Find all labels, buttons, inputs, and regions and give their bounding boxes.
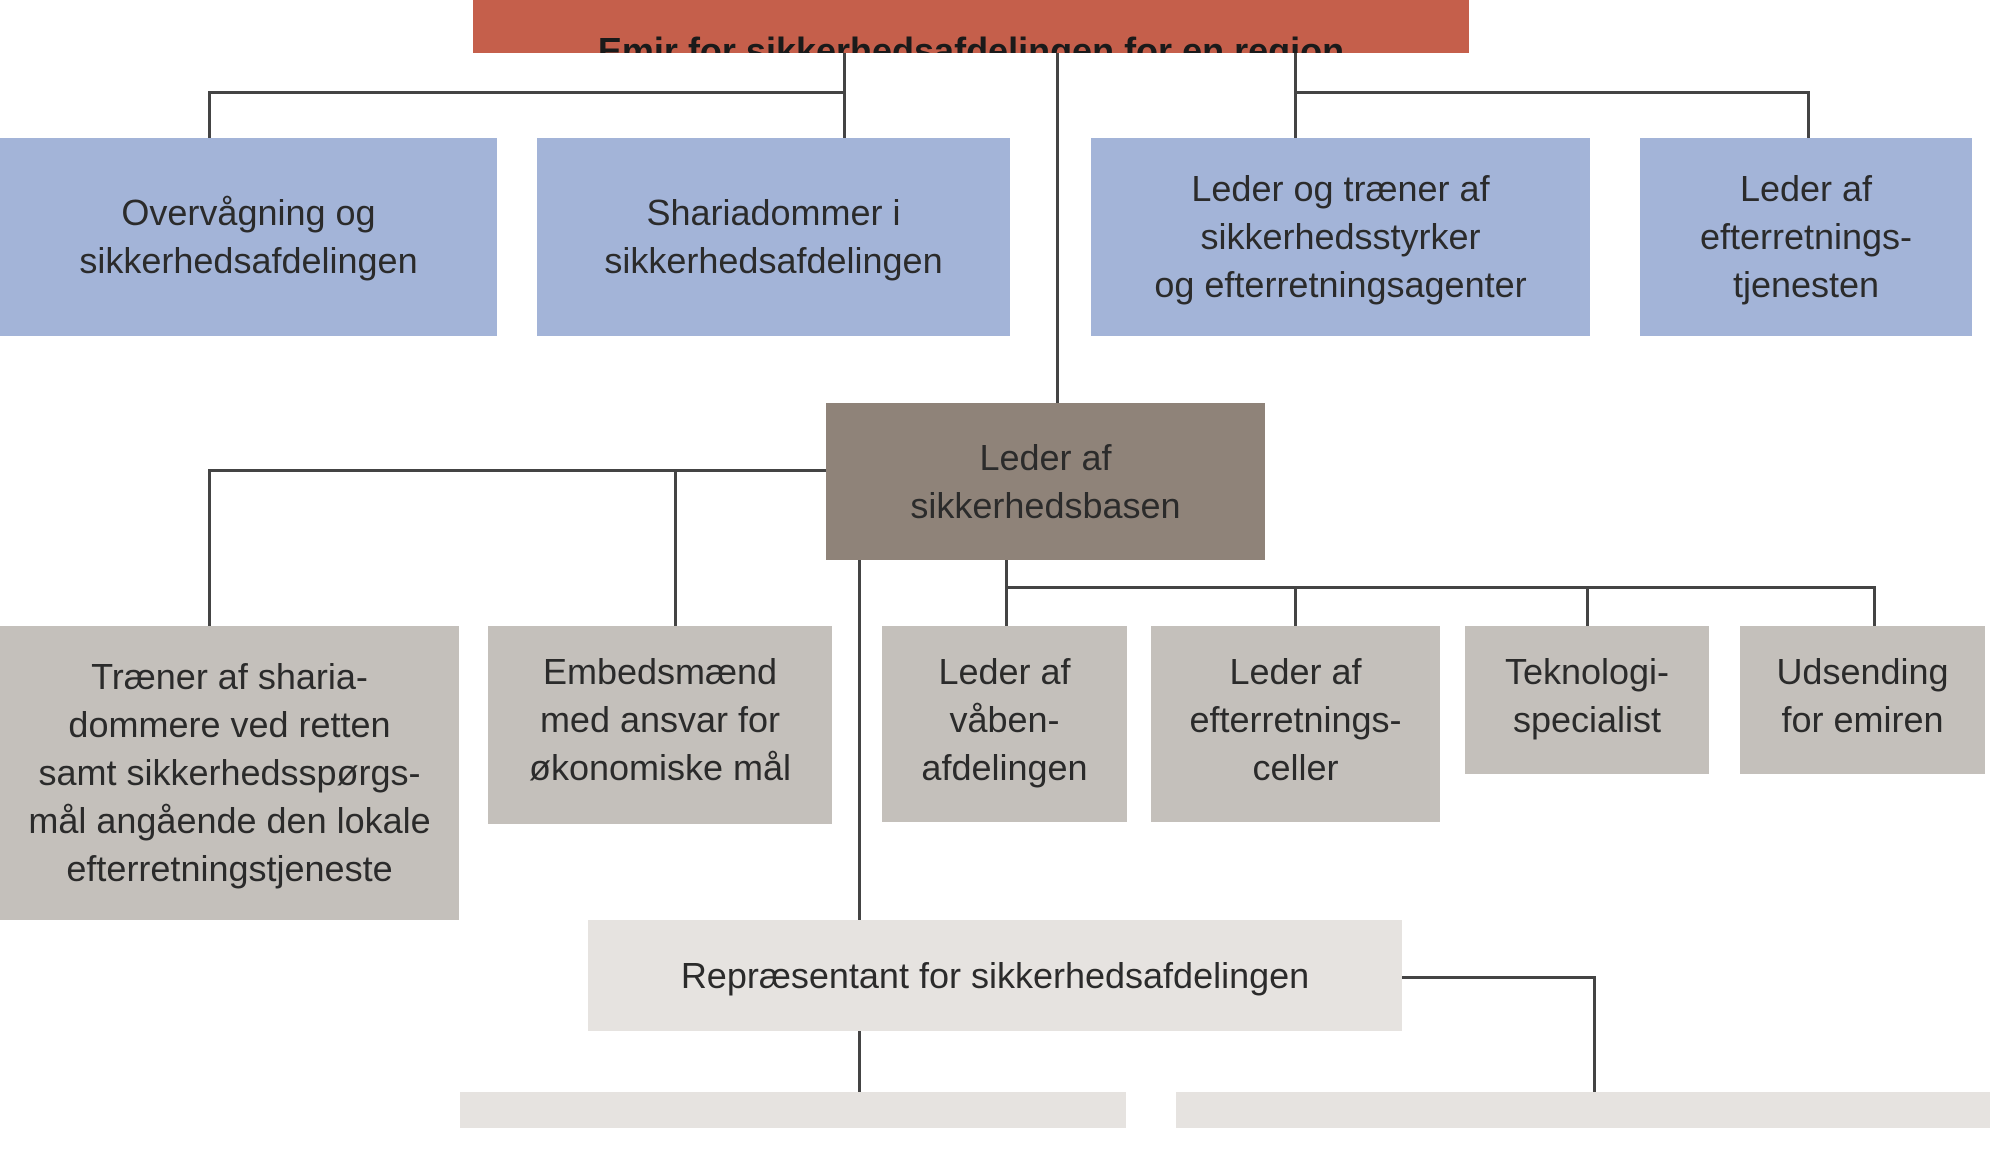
intelligence-cells-leader-box: Leder af efterretnings- celler (1151, 626, 1440, 822)
connector (843, 53, 846, 93)
connector (1005, 560, 1008, 626)
connector (208, 469, 826, 472)
connector (1873, 586, 1876, 626)
connector (1593, 976, 1596, 1092)
emir-envoy-box: Udsending for emiren (1740, 626, 1985, 774)
connector (1294, 53, 1297, 138)
connector (1294, 586, 1297, 626)
intelligence-leader-box: Leder af efterretnings- tjenesten (1640, 138, 1972, 336)
connector (1294, 91, 1810, 94)
surveillance-dept-box: Overvågning og sikkerhedsafdelingen (0, 138, 497, 336)
economic-officials-box: Embedsmænd med ansvar for økonomiske mål (488, 626, 832, 824)
sharia-judge-box: Shariadommer i sikkerhedsafdelingen (537, 138, 1010, 336)
emir-label: Emir for sikkerhedsafdelingen for en reg… (597, 30, 1345, 53)
connector (1807, 91, 1810, 138)
emir-box: Emir for sikkerhedsafdelingen for en reg… (473, 0, 1469, 53)
connector (1402, 976, 1595, 979)
connector (209, 91, 846, 94)
connector (1586, 586, 1589, 626)
security-forces-leader-box: Leder og træner af sikkerhedsstyrker og … (1091, 138, 1590, 336)
security-base-leader-box: Leder af sikkerhedsbasen (826, 403, 1265, 560)
security-dept-representative-box: Repræsentant for sikkerhedsafdelingen (588, 920, 1402, 1031)
weapons-dept-leader-box: Leder af våben- afdelingen (882, 626, 1127, 822)
connector (208, 91, 211, 138)
lower-box-right (1176, 1092, 1990, 1128)
connector (674, 469, 677, 626)
technology-specialist-box: Teknologi- specialist (1465, 626, 1709, 774)
sharia-trainer-box: Træner af sharia- dommere ved retten sam… (0, 626, 459, 920)
connector (1056, 53, 1059, 403)
connector (1005, 586, 1876, 589)
lower-box-left (460, 1092, 1126, 1128)
connector (208, 469, 211, 626)
connector (858, 560, 861, 920)
connector (858, 1031, 861, 1092)
connector (843, 91, 846, 138)
